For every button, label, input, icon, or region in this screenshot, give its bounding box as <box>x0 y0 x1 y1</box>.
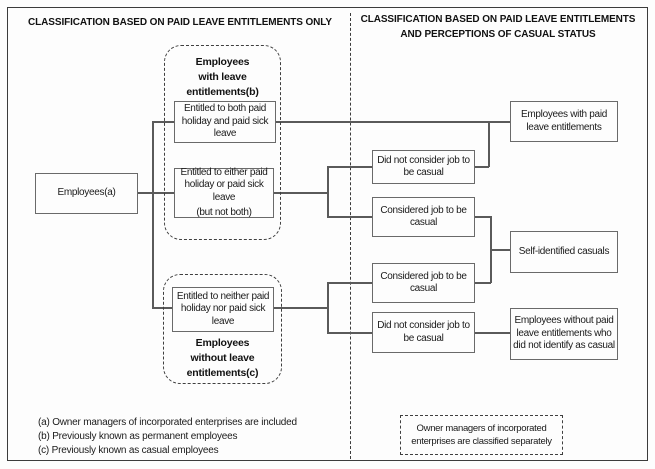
employees-with-paid-leave-box: Employees with paid leave entitlements <box>510 101 618 142</box>
considered-casual-bottom-label: Considered job to be casual <box>380 270 467 295</box>
group-title-line: Employees <box>195 337 250 349</box>
considered-casual-top-box: Considered job to be casual <box>372 197 475 237</box>
group-title-line: entitlements(c) <box>186 367 259 379</box>
connector-lower-split-vertical <box>327 282 329 333</box>
employees-with-paid-leave-label: Employees with paid leave entitlements <box>520 109 607 133</box>
considered-casual-bottom-box: Considered job to be casual <box>372 263 475 303</box>
connector-didnot-top-stub <box>474 166 489 168</box>
connector-didnot-top-up <box>488 121 490 167</box>
connector-considered-top-stub <box>474 216 491 218</box>
connector-split-to-considered-top <box>327 216 373 218</box>
owner-managers-note-line2: enterprises are classified separately <box>411 436 552 447</box>
connector-didnot-bottom-to-result3 <box>474 332 510 334</box>
footnote-a: (a) Owner managers of incorporated enter… <box>38 417 297 428</box>
owner-managers-note-box: Owner managers of incorporated enterpris… <box>400 415 563 455</box>
employees-without-paid-leave-box: Employees without paid leave entitlement… <box>510 308 618 360</box>
owner-managers-note-line1: Owner managers of incorporated <box>416 423 547 434</box>
entitled-neither-box: Entitled to neither paid holiday nor pai… <box>172 287 274 332</box>
connector-either-to-split <box>273 192 328 194</box>
entitled-both-box: Entitled to both paid holiday and paid s… <box>174 101 276 143</box>
right-section-header: CLASSIFICATION BASED ON PAID LEAVE ENTIT… <box>352 12 644 42</box>
entitled-both-label: Entitled to both paid holiday and paid s… <box>181 103 269 140</box>
left-section-header: CLASSIFICATION BASED ON PAID LEAVE ENTIT… <box>28 17 332 28</box>
connector-neither-to-split <box>273 307 328 309</box>
section-divider-dashed-line <box>350 13 351 459</box>
did-not-consider-casual-bottom-box: Did not consider job to be casual <box>372 312 475 353</box>
did-not-consider-casual-top-label: Did not consider job to be casual <box>377 154 470 179</box>
entitled-either-label: Entitled to either paid holiday or paid … <box>180 166 268 203</box>
considered-casual-top-label: Considered job to be casual <box>380 204 467 229</box>
connector-trunk-to-neither <box>152 307 173 309</box>
entitled-either-note: (but not both) <box>196 207 252 218</box>
connector-trunk-to-both <box>152 121 175 123</box>
connector-upper-split-vertical <box>327 166 329 217</box>
employees-root-box: Employees(a) <box>35 173 138 214</box>
employees-without-paid-leave-label: Employees without paid leave entitlement… <box>513 315 615 352</box>
connector-considered-bottom-stub <box>474 282 491 284</box>
employees-root-label: Employees(a) <box>57 187 116 199</box>
group-without-leave-entitlements <box>163 274 282 384</box>
connector-merge-to-selfidentified <box>490 249 510 251</box>
self-identified-casuals-box: Self-identified casuals <box>510 231 618 273</box>
group-title-line: without leave <box>190 352 255 364</box>
connector-root-to-trunk <box>137 192 175 194</box>
footnote-b: (b) Previously known as permanent employ… <box>38 431 238 442</box>
group-without-leave-entitlements-title: Employees without leave entitlements(c) <box>163 336 282 381</box>
entitled-either-box: Entitled to either paid holiday or paid … <box>174 166 274 218</box>
connector-split-to-didnot-bottom <box>327 332 373 334</box>
group-with-leave-entitlements-title: Employees with leave entitlements(b) <box>164 55 281 100</box>
self-identified-casuals-label: Self-identified casuals <box>518 245 610 257</box>
group-title-line: entitlements(b) <box>186 86 259 98</box>
group-title-line: with leave <box>198 71 247 83</box>
group-with-leave-entitlements <box>164 45 281 240</box>
footnote-c: (c) Previously known as casual employees <box>38 445 219 456</box>
did-not-consider-casual-top-box: Did not consider job to be casual <box>372 150 475 184</box>
connector-both-to-result1 <box>275 121 511 123</box>
entitled-neither-label: Entitled to neither paid holiday nor pai… <box>176 290 270 327</box>
connector-split-to-considered-bottom <box>327 282 373 284</box>
right-section-header-line1: CLASSIFICATION BASED ON PAID LEAVE ENTIT… <box>360 14 636 25</box>
footnotes: (a) Owner managers of incorporated enter… <box>38 416 297 458</box>
right-section-header-line2: AND PERCEPTIONS OF CASUAL STATUS <box>400 29 596 40</box>
connector-split-to-didnot-top <box>327 166 373 168</box>
group-title-line: Employees <box>195 56 250 68</box>
did-not-consider-casual-bottom-label: Did not consider job to be casual <box>377 320 470 344</box>
connector-trunk-vertical <box>152 121 154 308</box>
